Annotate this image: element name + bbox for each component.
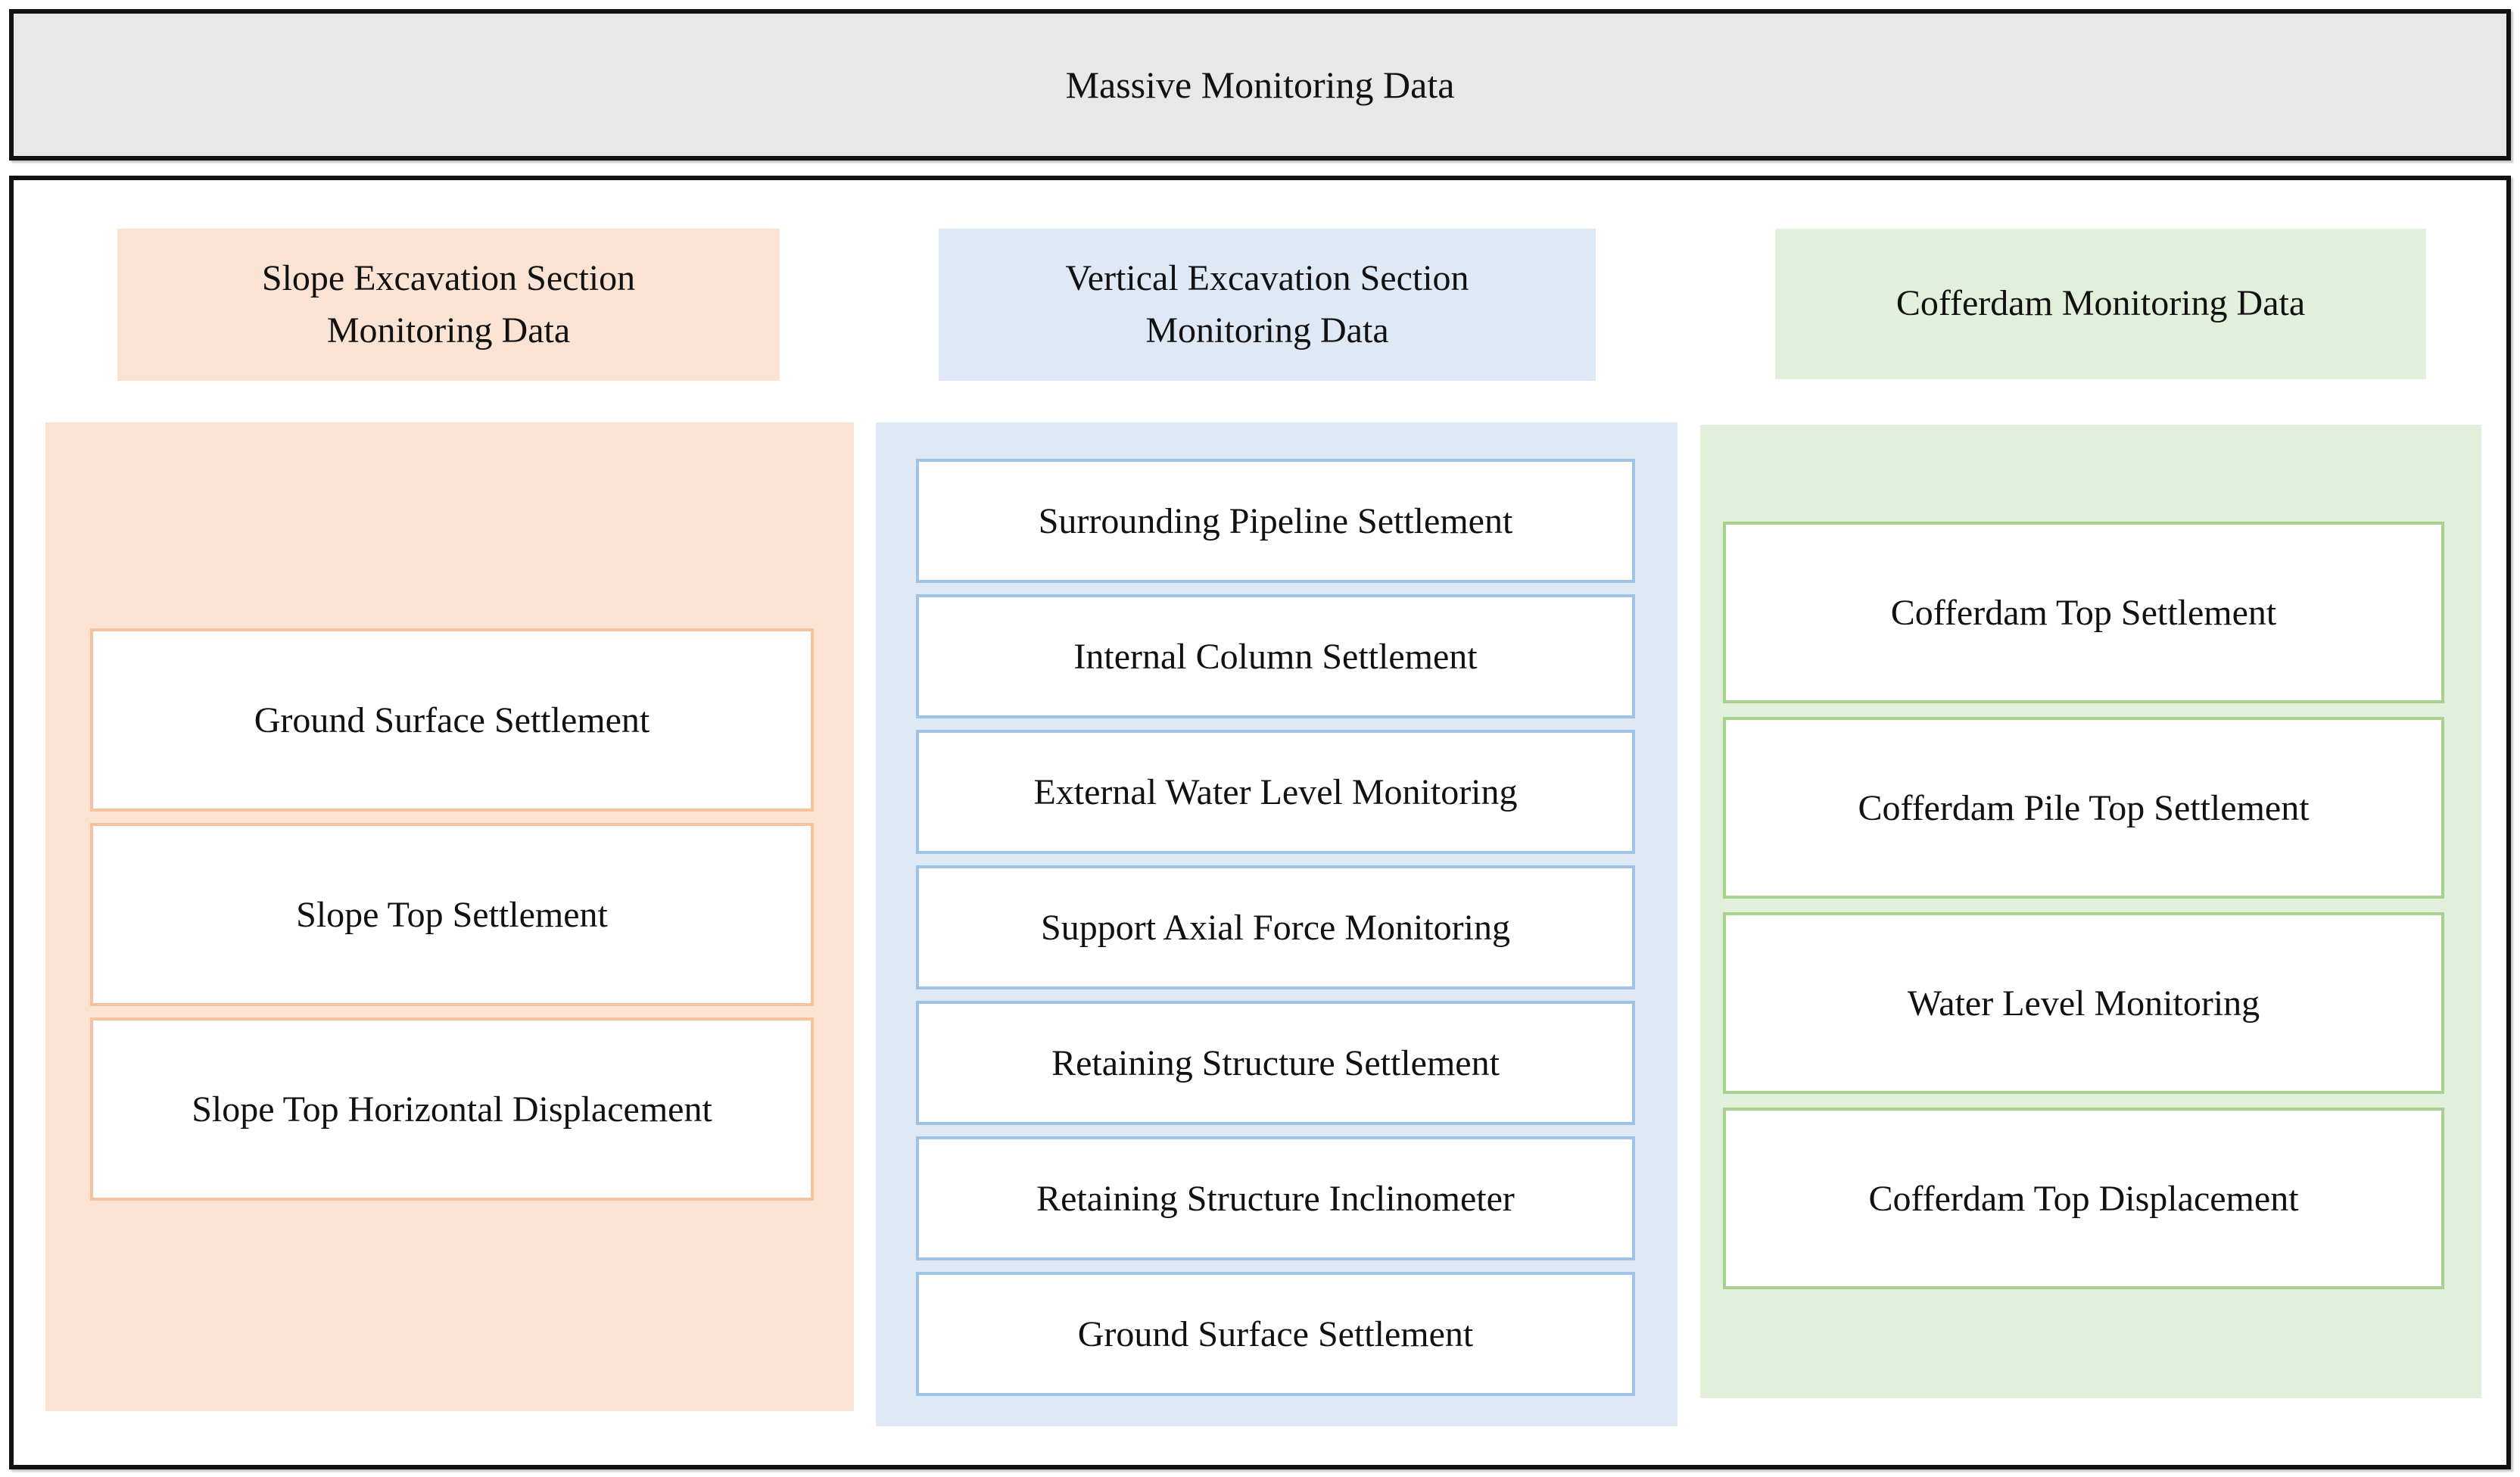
item-cofferdam-pile-top-settlement: Cofferdam Pile Top Settlement	[1723, 717, 2444, 899]
item-label: External Water Level Monitoring	[1033, 771, 1518, 812]
header-slope-label: Slope Excavation Section Monitoring Data	[261, 258, 636, 351]
item-label: Retaining Structure Inclinometer	[1036, 1178, 1515, 1219]
item-label: Slope Top Settlement	[296, 894, 608, 935]
massive-monitoring-data-banner: Massive Monitoring Data	[9, 9, 2511, 160]
item-retaining-structure-settlement: Retaining Structure Settlement	[916, 1001, 1635, 1125]
item-label: Water Level Monitoring	[1907, 983, 2260, 1024]
header-cofferdam-label: Cofferdam Monitoring Data	[1895, 283, 2306, 324]
item-label: Support Axial Force Monitoring	[1041, 907, 1510, 948]
item-label: Cofferdam Top Displacement	[1868, 1178, 2299, 1219]
header-vertical-excavation-section: Vertical Excavation Section Monitoring D…	[939, 229, 1596, 381]
item-slope-top-horizontal-displacement: Slope Top Horizontal Displacement	[90, 1017, 814, 1201]
item-ground-surface-settlement-slope: Ground Surface Settlement	[90, 628, 814, 812]
item-surrounding-pipeline-settlement: Surrounding Pipeline Settlement	[916, 459, 1635, 583]
item-external-water-level-monitoring: External Water Level Monitoring	[916, 730, 1635, 854]
item-ground-surface-settlement-vertical: Ground Surface Settlement	[916, 1272, 1635, 1396]
item-label: Ground Surface Settlement	[1077, 1313, 1474, 1354]
item-slope-top-settlement: Slope Top Settlement	[90, 823, 814, 1006]
banner-title: Massive Monitoring Data	[1065, 64, 1455, 106]
header-cofferdam: Cofferdam Monitoring Data	[1775, 229, 2426, 379]
header-vertical-label: Vertical Excavation Section Monitoring D…	[1065, 258, 1469, 351]
item-label: Slope Top Horizontal Displacement	[192, 1089, 712, 1130]
item-label: Cofferdam Pile Top Settlement	[1858, 787, 2310, 828]
panel-cofferdam: Cofferdam Top Settlement Cofferdam Pile …	[1700, 425, 2481, 1398]
header-slope-excavation-section: Slope Excavation Section Monitoring Data	[117, 229, 780, 381]
item-cofferdam-top-displacement: Cofferdam Top Displacement	[1723, 1108, 2444, 1289]
item-label: Ground Surface Settlement	[254, 700, 650, 740]
item-label: Surrounding Pipeline Settlement	[1038, 500, 1513, 541]
item-internal-column-settlement: Internal Column Settlement	[916, 594, 1635, 718]
item-label: Retaining Structure Settlement	[1051, 1042, 1500, 1083]
item-label: Internal Column Settlement	[1073, 636, 1478, 677]
item-water-level-monitoring: Water Level Monitoring	[1723, 912, 2444, 1094]
item-cofferdam-top-settlement: Cofferdam Top Settlement	[1723, 522, 2444, 703]
item-retaining-structure-inclinometer: Retaining Structure Inclinometer	[916, 1136, 1635, 1260]
panel-slope-excavation: Ground Surface Settlement Slope Top Sett…	[45, 422, 854, 1411]
item-support-axial-force-monitoring: Support Axial Force Monitoring	[916, 865, 1635, 989]
item-label: Cofferdam Top Settlement	[1890, 592, 2277, 633]
panel-vertical-excavation: Surrounding Pipeline Settlement Internal…	[876, 422, 1677, 1426]
